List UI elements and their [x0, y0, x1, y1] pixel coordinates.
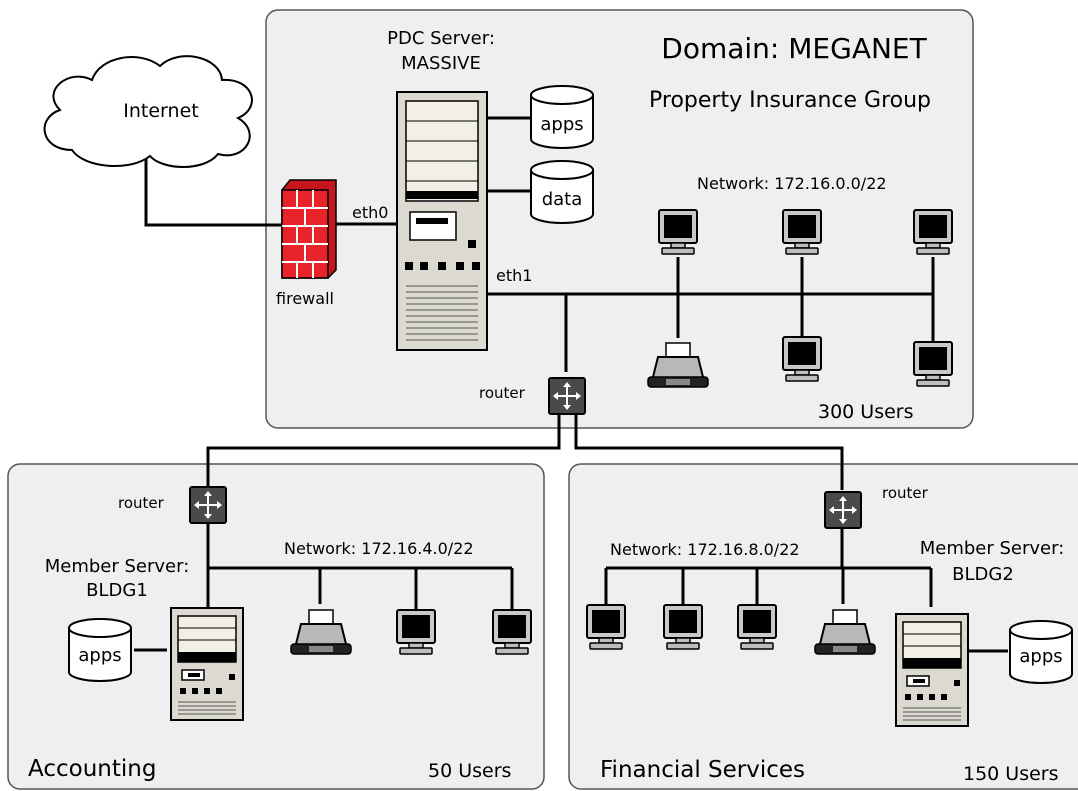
pdc-label-line1: PDC Server:	[387, 28, 495, 49]
pdc-server-icon	[396, 91, 488, 351]
connection-lines	[134, 116, 1008, 653]
group-title: Property Insurance Group	[649, 88, 931, 113]
domain-title: Domain: MEGANET	[661, 32, 927, 65]
workstation-icon	[492, 609, 532, 655]
workstation-icon	[782, 209, 822, 255]
main-router-icon	[548, 377, 586, 415]
accounting-router-icon	[189, 486, 227, 524]
accounting-network-label: Network: 172.16.4.0/22	[284, 539, 474, 558]
workstation-icon	[586, 604, 626, 650]
financial-router-icon	[824, 491, 862, 529]
internet-label: Internet	[123, 100, 198, 122]
workstation-icon	[913, 341, 953, 387]
eth1-label: eth1	[496, 266, 532, 285]
accounting-panel	[7, 463, 545, 790]
main-users-count: 300 Users	[818, 401, 914, 423]
internet-cloud	[43, 55, 253, 168]
bldg1-label-line2: BLDG1	[86, 580, 148, 601]
workstation-icon	[737, 604, 777, 650]
firewall-label: firewall	[276, 289, 334, 308]
main-data-label: data	[542, 189, 583, 210]
financial-title: Financial Services	[600, 757, 805, 783]
main-router-label: router	[479, 384, 526, 402]
workstation-icon	[913, 209, 953, 255]
accounting-apps-label: apps	[78, 645, 121, 666]
main-network-label: Network: 172.16.0.0/22	[697, 174, 887, 193]
accounting-users-count: 50 Users	[428, 760, 511, 782]
pdc-label-line2: MASSIVE	[401, 53, 481, 74]
eth0-label: eth0	[352, 203, 388, 222]
financial-apps-label: apps	[1019, 646, 1062, 667]
bldg1-label-line1: Member Server:	[45, 556, 190, 577]
financial-network-label: Network: 172.16.8.0/22	[610, 540, 800, 559]
bldg2-server-icon	[895, 613, 969, 727]
workstation-icon	[782, 336, 822, 382]
financial-users-count: 150 Users	[963, 763, 1059, 785]
workstation-icon	[396, 609, 436, 655]
financial-router-label: router	[882, 484, 929, 502]
bldg2-label-line2: BLDG2	[952, 564, 1014, 585]
workstation-icon	[663, 604, 703, 650]
bldg2-label-line1: Member Server:	[920, 538, 1065, 559]
accounting-title: Accounting	[28, 756, 156, 782]
bldg1-server-icon	[170, 607, 244, 721]
main-apps-label: apps	[540, 114, 583, 135]
workstation-icon	[658, 209, 698, 255]
firewall-icon	[281, 179, 337, 279]
accounting-router-label: router	[118, 494, 165, 512]
